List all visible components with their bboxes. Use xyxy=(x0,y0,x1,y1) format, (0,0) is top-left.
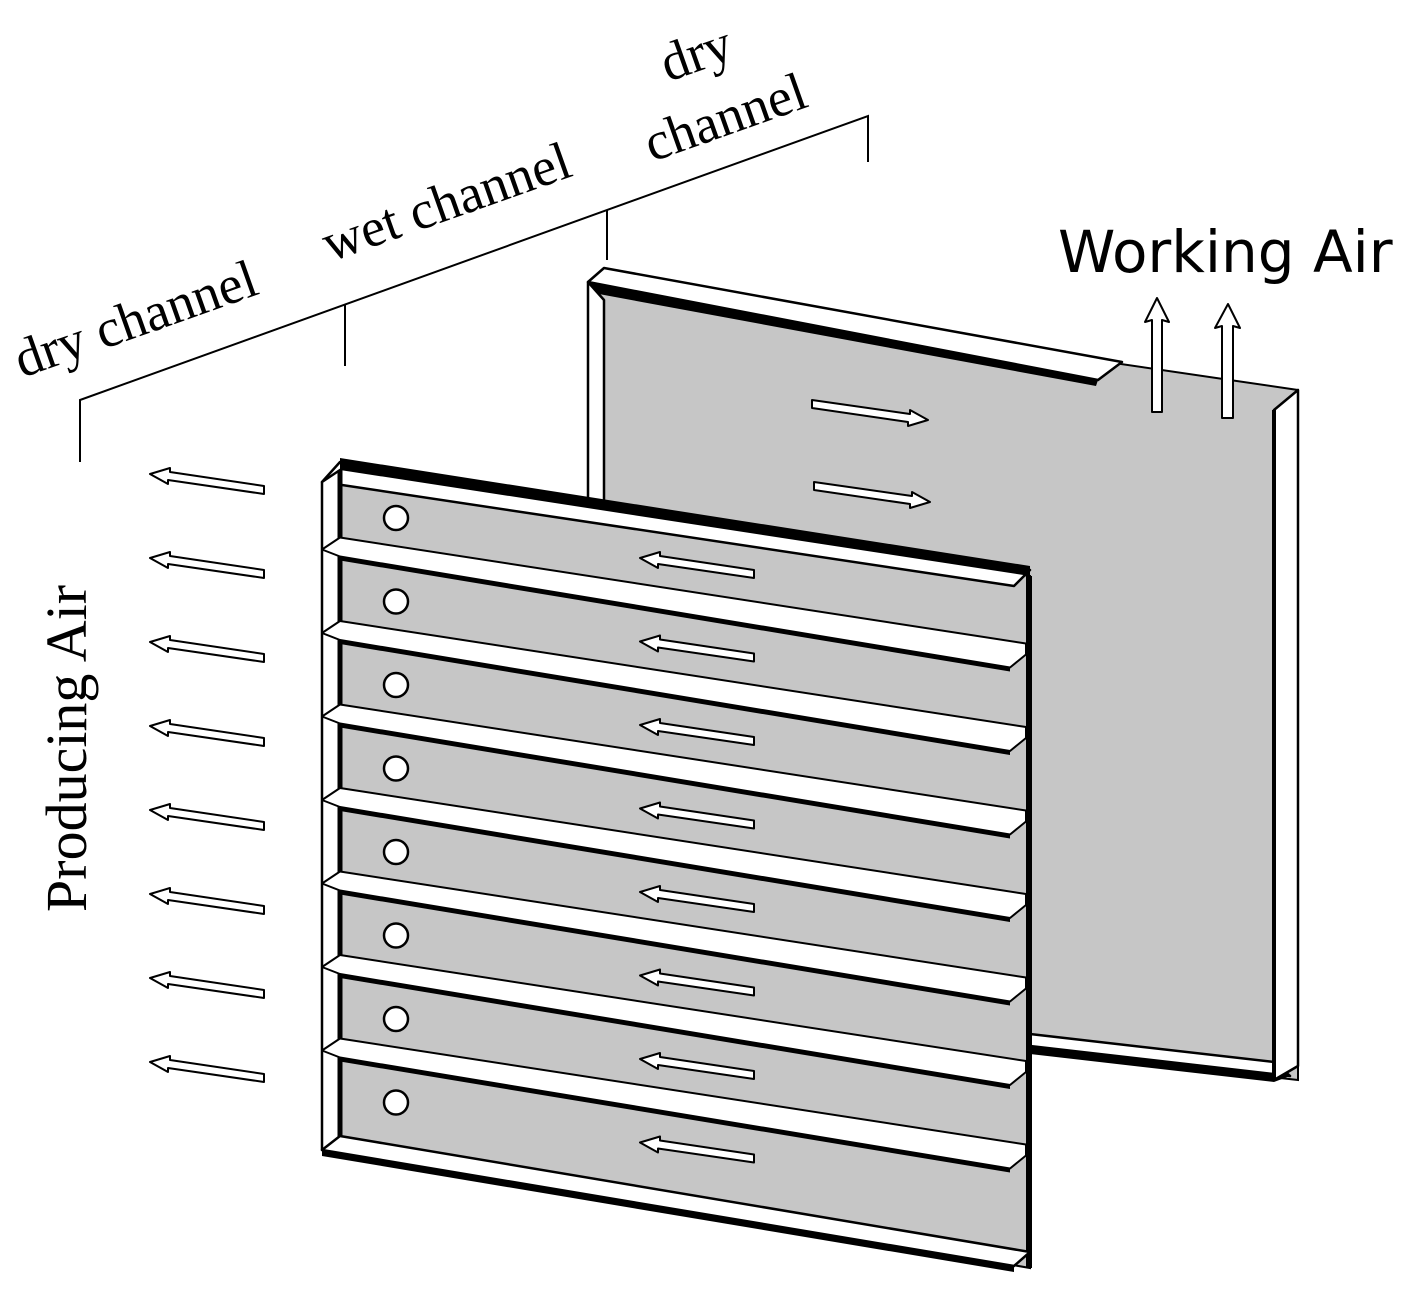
producing-air-arrow xyxy=(149,971,265,999)
water-inlet-hole xyxy=(382,588,410,615)
working-air-arrow xyxy=(1214,303,1241,419)
front-plate-ribs xyxy=(321,536,1027,1173)
producing-air-arrow xyxy=(149,551,265,579)
front-plate-flow-arrows xyxy=(639,551,755,1164)
channel-bracket xyxy=(79,114,869,462)
bracket-line xyxy=(79,114,869,462)
front-plate-flow-arrow xyxy=(639,801,755,830)
front-plate-flow-arrow xyxy=(639,551,755,579)
channel-divider-rib-shadow xyxy=(340,723,1010,839)
front-plate-flow-arrow xyxy=(639,885,755,913)
front-plate-flow-arrow xyxy=(639,634,755,663)
back-plate-top-rail-shadow xyxy=(588,282,1098,386)
dry-channel-left-label: dry channel xyxy=(6,248,265,389)
water-inlet-hole xyxy=(382,755,410,782)
channel-divider-rib-shadow xyxy=(340,807,1010,922)
working-air-arrow xyxy=(1144,297,1170,413)
channel-divider-rib-shadow xyxy=(340,1057,1010,1173)
producing-air-arrow xyxy=(149,1055,265,1083)
channel-divider-rib-shadow xyxy=(340,640,1010,755)
producing-air-arrows xyxy=(149,467,265,1083)
water-inlet-hole xyxy=(382,671,410,699)
back-plate-right-rail xyxy=(1272,388,1300,1082)
water-inlet-hole xyxy=(382,504,410,532)
water-inlet-hole xyxy=(382,922,410,949)
producing-air-arrow xyxy=(149,467,265,495)
working-air-label: Working Air xyxy=(1058,218,1393,286)
back-plate-flow-arrow xyxy=(811,399,929,427)
front-plate-flow-arrow xyxy=(639,1135,755,1164)
producing-air-arrow xyxy=(149,719,265,747)
channel-divider-rib-shadow xyxy=(340,556,1010,672)
channel-divider-rib-shadow xyxy=(340,974,1010,1089)
water-inlet-hole xyxy=(382,838,410,866)
front-plate-flow-arrow xyxy=(639,1052,755,1080)
dry-channel-right-label-top: dry xyxy=(652,13,740,94)
wet-channel-label: wet channel xyxy=(314,130,579,273)
front-plate-top-rail-shadow xyxy=(340,458,1030,576)
producing-air-arrow xyxy=(149,887,265,915)
front-plate-flow-arrow xyxy=(639,968,755,997)
water-inlet-hole xyxy=(382,1089,410,1116)
front-plate xyxy=(320,458,1032,1272)
producing-air-label: Producing Air xyxy=(34,585,99,912)
water-inlet-hole xyxy=(382,1005,410,1033)
back-plate-bottom-rail-shadow xyxy=(1030,1046,1290,1082)
front-plate-bottom-rail-shadow xyxy=(322,1150,1014,1272)
front-plate-flow-arrow xyxy=(639,718,755,746)
back-plate-flow-arrow xyxy=(813,481,931,509)
dry-channel-right-label-bottom: channel xyxy=(636,61,814,174)
front-plate-right-edge xyxy=(1026,576,1032,1268)
producing-air-arrow xyxy=(149,635,265,663)
producing-air-arrow xyxy=(149,803,265,831)
front-plate-holes xyxy=(382,504,410,1116)
channel-divider-rib-shadow xyxy=(340,890,1010,1006)
